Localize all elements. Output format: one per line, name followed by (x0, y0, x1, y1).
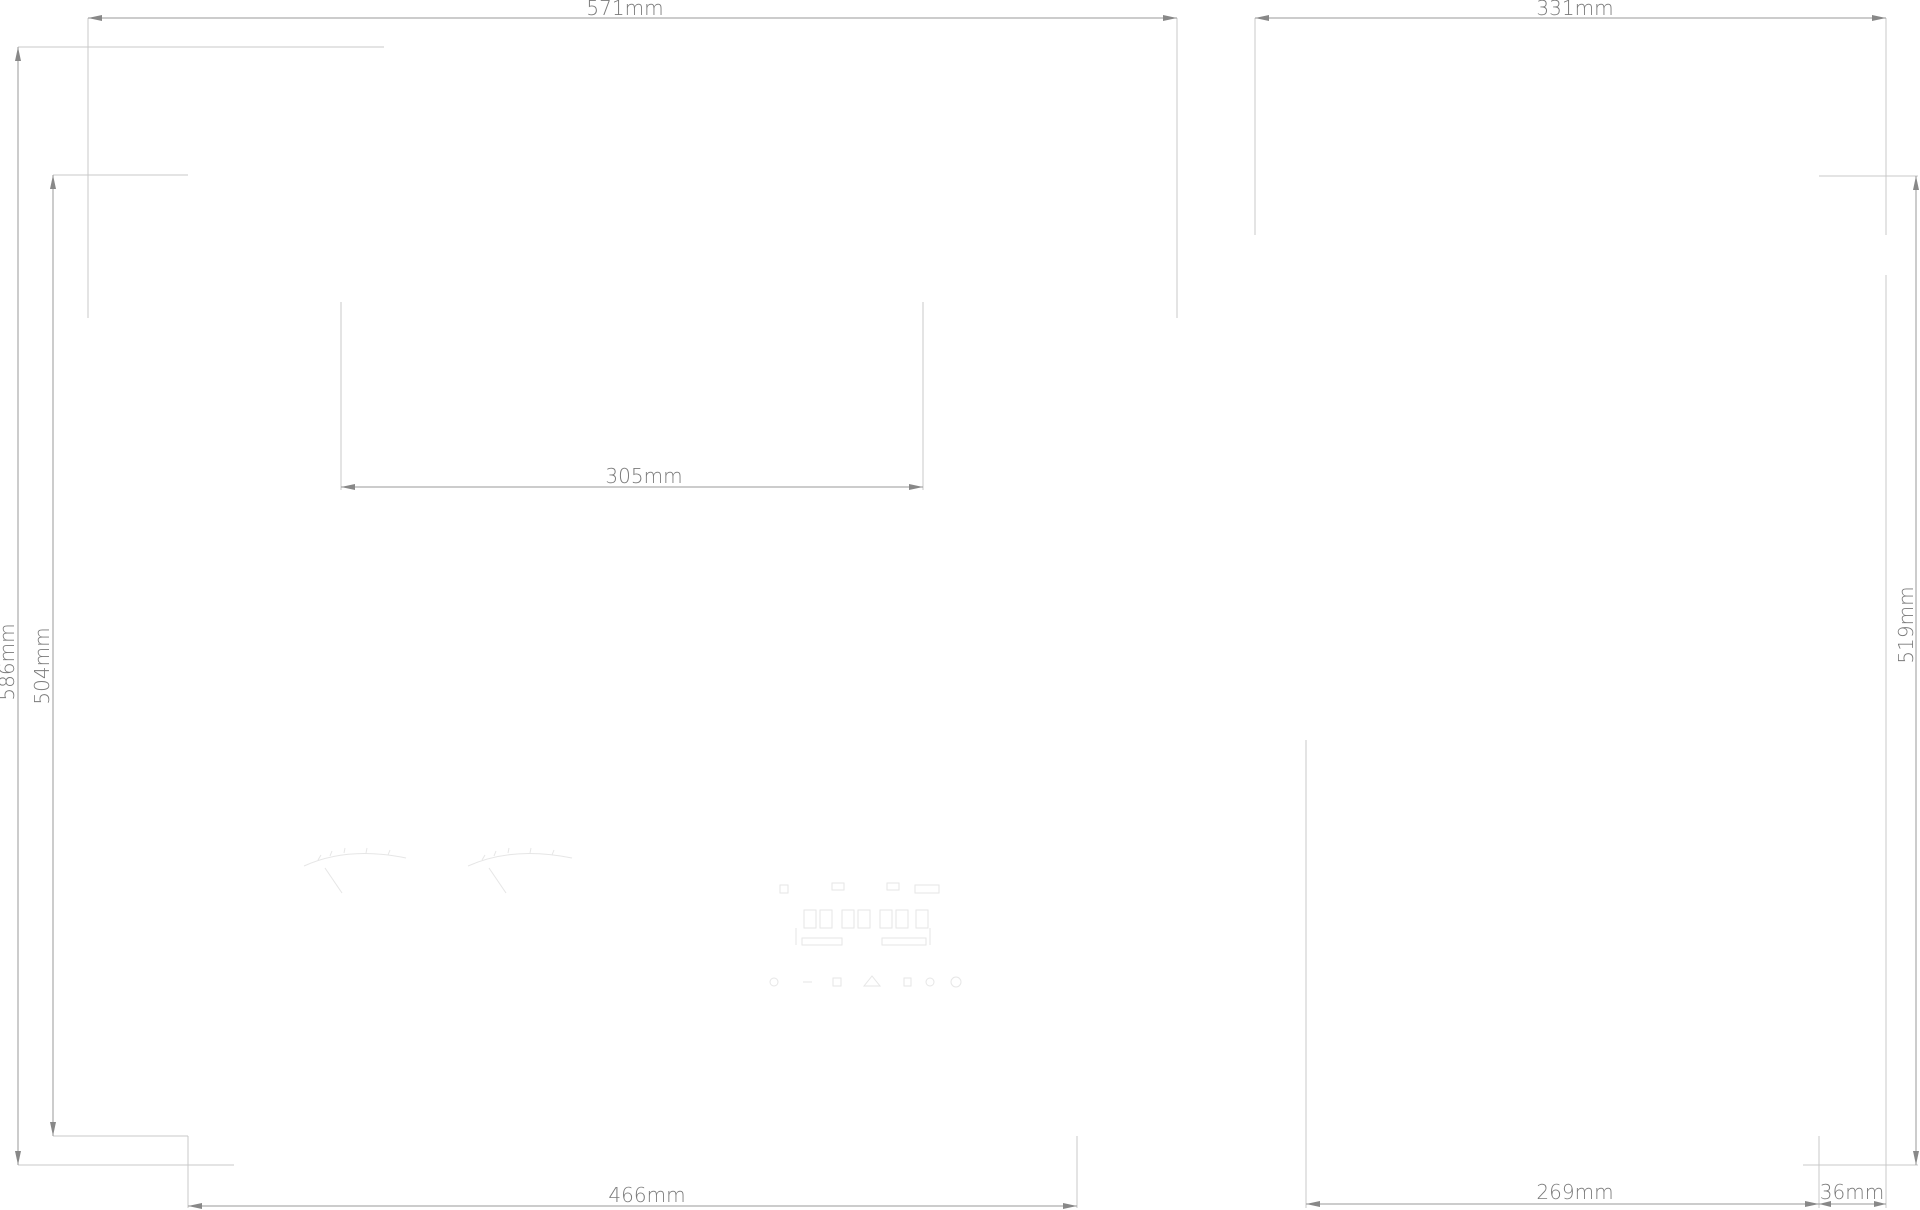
inner-width-label: 305mm (605, 464, 682, 488)
right-bottom-width-label: 269mm (1536, 1180, 1613, 1204)
gauge-icon (303, 847, 407, 894)
right-depth-label: 36mm (1820, 1180, 1884, 1204)
dimension-left-outer-height: 586mm (0, 47, 21, 1165)
left-inner-height-label: 504mm (30, 627, 54, 704)
top-width-label: 571mm (586, 0, 663, 20)
dimension-left-inner-height: 504mm (30, 175, 56, 1136)
bottom-width-label: 466mm (608, 1183, 685, 1207)
right-top-width-label: 331mm (1536, 0, 1613, 20)
seven-segment-display-icon (779, 882, 940, 946)
left-outer-height-label: 586mm (0, 623, 19, 700)
dimension-right-bottom-width: 269mm (1306, 1180, 1819, 1207)
extension-lines (18, 18, 1918, 1208)
dimension-right-height: 519mm (1894, 176, 1919, 1165)
control-button-icon (769, 975, 962, 988)
dimension-top-width: 571mm (88, 0, 1177, 21)
dimension-right-depth: 36mm (1819, 1180, 1886, 1207)
dimension-right-top-width: 331mm (1255, 0, 1886, 21)
dimension-bottom-width: 466mm (188, 1183, 1077, 1209)
gauge-icon (467, 847, 573, 894)
dimension-inner-width: 305mm (341, 464, 923, 490)
right-height-label: 519mm (1894, 586, 1918, 663)
